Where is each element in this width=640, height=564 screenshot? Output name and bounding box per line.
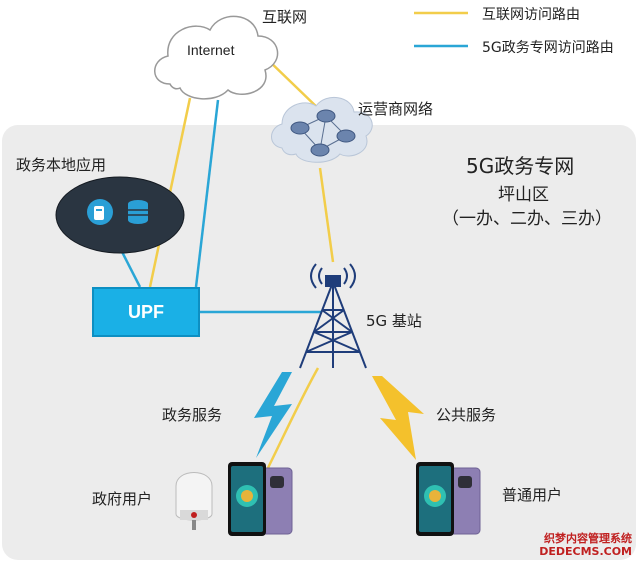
cpe-device-icon xyxy=(175,472,213,530)
region-offices: （一办、二办、三办） xyxy=(442,209,612,229)
gov-user-phones-icon xyxy=(228,462,293,536)
legend-internet-label: 互联网访问路由 xyxy=(482,7,580,23)
region-district: 坪山区 xyxy=(498,185,549,205)
gov-user-label: 政府用户 xyxy=(92,490,153,508)
gov-service-label: 政务服务 xyxy=(162,406,223,424)
ordinary-user-label: 普通用户 xyxy=(502,486,563,504)
internet-cloud-label: Internet xyxy=(187,42,235,58)
cloud-app-icon xyxy=(87,199,113,225)
ordinary-user-phones-icon xyxy=(416,462,481,536)
watermark-line1: 织梦内容管理系统 xyxy=(544,532,632,545)
carrier-network-label: 运营商网络 xyxy=(358,100,434,118)
gov-signal-bolt-icon xyxy=(254,372,292,458)
watermark-line2: DEDECMS.COM xyxy=(539,545,632,558)
base-station-label: 5G 基站 xyxy=(366,312,422,330)
upf-node: UPF xyxy=(92,287,200,337)
legend-gov-label: 5G政务专网访问路由 xyxy=(482,40,614,56)
local-app-node xyxy=(55,176,185,254)
base-station-tower-icon xyxy=(299,263,367,369)
internet-cloud xyxy=(154,15,279,100)
internet-label: 互联网 xyxy=(262,8,308,26)
database-icon xyxy=(128,200,148,224)
watermark: 织梦内容管理系统 DEDECMS.COM xyxy=(539,532,632,558)
carrier-network-cloud xyxy=(271,97,373,163)
region-title: 5G政务专网 xyxy=(466,154,575,178)
public-service-label: 公共服务 xyxy=(436,406,497,424)
public-signal-bolt-icon xyxy=(372,376,424,460)
local-app-label: 政务本地应用 xyxy=(16,156,107,174)
